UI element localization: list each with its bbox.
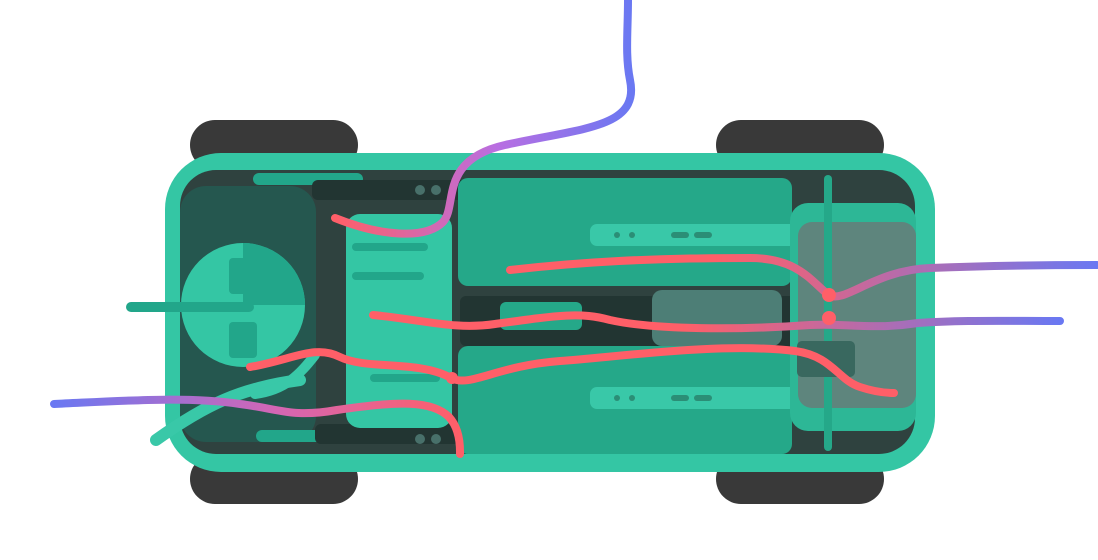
exhaust-pipe-branch <box>250 350 320 399</box>
transmission-line-3 <box>370 374 440 382</box>
battery-dot-top-2 <box>629 232 635 238</box>
rail-bolt-2 <box>431 185 441 195</box>
rear-window <box>798 222 916 408</box>
transmission-line-1 <box>352 243 428 251</box>
connector-lower <box>822 311 836 325</box>
battery-dash-bottom-2 <box>694 395 712 401</box>
front-rod <box>126 302 254 312</box>
battery-dash-top-2 <box>694 232 712 238</box>
rail-bolt-1 <box>415 185 425 195</box>
engine-fan <box>243 243 305 305</box>
connector-left <box>446 372 458 384</box>
rail-bolt-4 <box>431 434 441 444</box>
rear-module <box>652 290 782 346</box>
battery-dot-bottom-1 <box>614 395 620 401</box>
wire-red-loop <box>246 344 898 397</box>
rail-bolt-3 <box>415 434 425 444</box>
battery-dot-bottom-2 <box>629 395 635 401</box>
battery-dot-top-1 <box>614 232 620 238</box>
transmission-line-2 <box>352 272 424 280</box>
battery-dash-top-1 <box>671 232 689 238</box>
wire-bottom <box>50 395 465 458</box>
wire-middle-lower <box>369 311 1064 333</box>
battery-dash-bottom-1 <box>671 395 689 401</box>
engine-block-top <box>229 258 257 294</box>
engine-block-bottom <box>229 322 257 358</box>
wire-top <box>331 0 636 238</box>
connector-upper <box>822 288 836 302</box>
